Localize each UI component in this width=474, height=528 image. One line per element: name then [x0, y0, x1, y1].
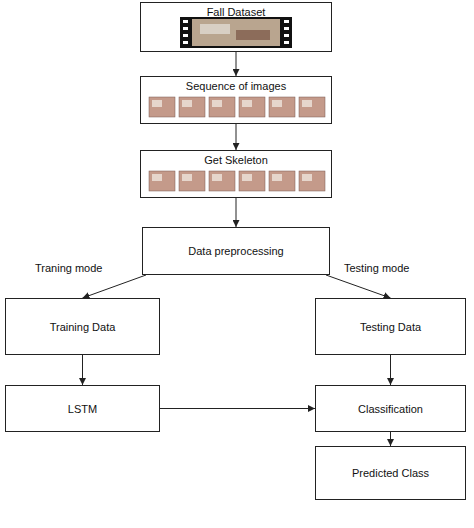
thumbnail-detail: [212, 100, 222, 107]
film-photo: [192, 19, 280, 46]
thumbnail-row: [149, 97, 325, 117]
thumbnail-detail: [242, 100, 252, 107]
box-label: Training Data: [50, 321, 116, 333]
process-box: Testing Data: [315, 298, 466, 355]
flow-arrow: [390, 355, 391, 385]
box-label: Get Skeleton: [204, 154, 268, 166]
film-hole: [284, 27, 289, 30]
skeleton-thumbnail: [149, 171, 175, 191]
image-thumbnail: [149, 97, 175, 117]
box-label: Fall Dataset: [207, 6, 266, 18]
skeleton-thumbnail: [299, 171, 325, 191]
thumbnail-detail: [182, 100, 192, 107]
skeleton-thumbnail: [239, 171, 265, 191]
thumbnail-detail: [272, 100, 282, 107]
process-box: Fall Dataset: [140, 2, 332, 52]
process-box: Predicted Class: [315, 446, 466, 500]
box-label: Classification: [358, 403, 423, 415]
film-hole: [284, 20, 289, 23]
thumbnail-detail: [302, 174, 312, 181]
thumbnail-detail: [182, 174, 192, 181]
box-label: Testing Data: [360, 321, 421, 333]
film-hole: [284, 34, 289, 37]
thumbnail-detail: [152, 100, 162, 107]
flow-arrow: [236, 124, 237, 150]
box-label: LSTM: [68, 403, 97, 415]
thumbnail-detail: [272, 174, 282, 181]
skeleton-thumbnail: [269, 171, 295, 191]
box-label: Sequence of images: [186, 80, 286, 92]
image-thumbnail: [179, 97, 205, 117]
thumbnail-details: [152, 100, 312, 181]
process-box: Get Skeleton: [140, 150, 332, 198]
flow-arrow: [82, 355, 83, 385]
thumbnail-detail: [302, 100, 312, 107]
flow-arrow: [83, 275, 147, 298]
process-box: LSTM: [5, 385, 160, 432]
film-hole: [183, 20, 188, 23]
image-thumbnail: [299, 97, 325, 117]
thumbnail-detail: [152, 174, 162, 181]
skeleton-thumbnail: [179, 171, 205, 191]
film-holes: [183, 20, 289, 44]
process-box: Sequence of images: [140, 76, 332, 124]
film-strip: [180, 17, 292, 48]
skeleton-thumbnail: [209, 171, 235, 191]
process-box: Training Data: [5, 298, 160, 355]
thumbnail-row: [149, 171, 325, 191]
flow-arrow: [326, 275, 391, 298]
process-box: Classification: [315, 385, 466, 432]
edge-label: Traning mode: [35, 262, 102, 274]
edge-label: Testing mode: [344, 262, 409, 274]
flow-arrow: [236, 198, 237, 227]
film-hole: [183, 27, 188, 30]
flow-arrow: [160, 408, 315, 409]
image-thumbnail: [209, 97, 235, 117]
film-photo-detail: [200, 24, 230, 34]
film-hole: [284, 41, 289, 44]
flow-arrow: [390, 432, 391, 446]
box-label: Predicted Class: [352, 467, 429, 479]
film-frame: [180, 17, 292, 48]
film-photo-detail: [236, 30, 270, 40]
thumbnail-detail: [242, 174, 252, 181]
image-thumbnail: [269, 97, 295, 117]
box-label: Data preprocessing: [188, 245, 283, 257]
film-hole: [183, 34, 188, 37]
process-box: Data preprocessing: [142, 227, 330, 275]
film-hole: [183, 41, 188, 44]
thumbnail-detail: [212, 174, 222, 181]
flow-arrow: [236, 52, 237, 76]
image-thumbnail: [239, 97, 265, 117]
